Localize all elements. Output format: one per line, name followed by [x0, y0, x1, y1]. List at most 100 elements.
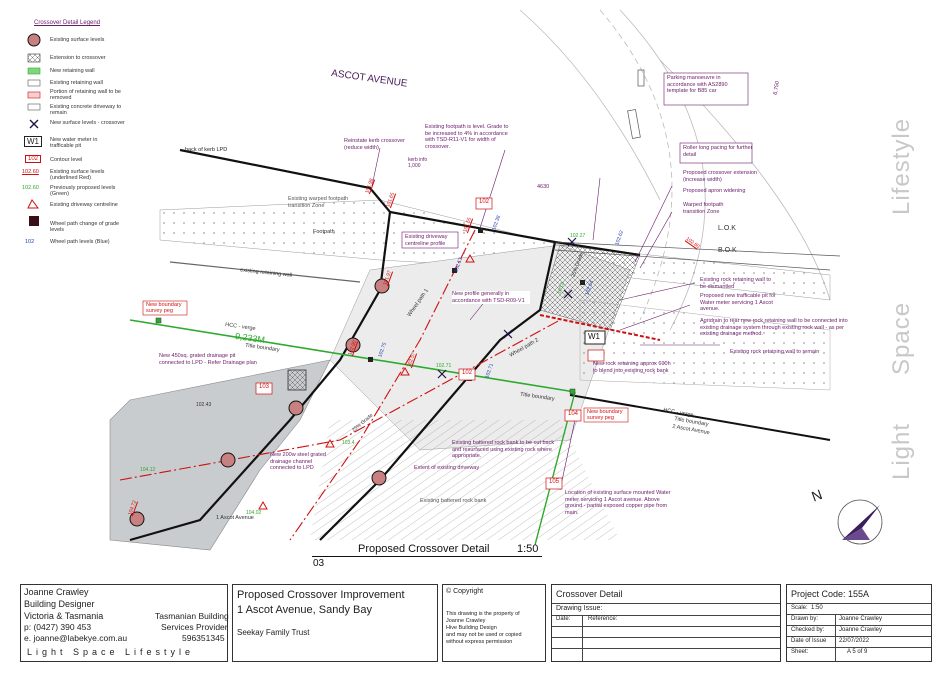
parking-note-box [663, 72, 749, 106]
reference-label: Reference: [588, 616, 618, 622]
contour-105: 105 [549, 479, 560, 485]
tagline: Light Space Lifestyle [27, 647, 195, 657]
rock-wall-remain-note: Existing rock retaining wall to remain [730, 349, 820, 355]
water-meter-pit [584, 330, 606, 345]
project-code: Project Code: 155A [791, 589, 870, 599]
lok-line [554, 241, 841, 257]
new-boundary-box-2 [583, 407, 629, 423]
project-panel: Proposed Crossover Improvement 1 Ascot A… [232, 584, 438, 662]
footpath-label: Footpath [313, 229, 335, 235]
issue-value: 22/07/2022 [839, 638, 870, 644]
drawn-label: Drawn by: [791, 616, 819, 622]
water-meter-location-note: Location of existing surface mounted Wat… [565, 490, 671, 516]
rock-wall-dismantle [539, 314, 661, 341]
apron-note: Proposed apron widening [683, 188, 746, 194]
pit-450-note: New 450sq. grated drainage pit connected… [159, 353, 257, 366]
issue-label: Date of Issue [791, 638, 827, 644]
drawing-issue-label: Drawing Issue: [556, 605, 603, 612]
contour-102: 102 [479, 199, 490, 205]
new-boundary-note-1: New boundary survey peg [146, 302, 182, 314]
right-boundary-black [569, 394, 831, 441]
footpath-grade-note: Existing footpath is level. Grade to be … [425, 124, 509, 150]
legend-item-5: Existing concrete driveway to remain [50, 104, 122, 116]
level-green-2: 103.4 [342, 440, 355, 446]
project-address: 1 Ascot Avenue, Sandy Bay [237, 604, 372, 616]
new-profile-note: New profile generally in accordance with… [452, 291, 530, 304]
reinstate-kerb-note: Reinstate kerb crossover (reduce width) [344, 138, 405, 151]
sheet-panel: Crossover Detail Drawing Issue: Date: Re… [551, 584, 781, 662]
designer-role: Building Designer [24, 599, 95, 609]
bok-label: B.O.K [718, 247, 737, 254]
new-boundary-note-2: New boundary survey peg [587, 409, 623, 421]
watermark-light: Light [888, 422, 915, 480]
legend-item-8: Contour level [50, 157, 83, 163]
copyright-line-0: This drawing is the property of [446, 611, 520, 617]
legend-item-12: Wheel path change of grade levels [50, 221, 120, 233]
grated-pit [287, 369, 307, 391]
checked-label: Checked by: [791, 627, 825, 633]
legend-item-3: Existing retaining wall [50, 80, 103, 86]
legend-item-1: Extension to crossover [50, 55, 106, 61]
copyright-panel: © Copyright This drawing is the property… [442, 584, 546, 662]
legend-item-13: Wheel path levels (Blue) [50, 239, 110, 245]
level-green-3: 102.71 [436, 363, 452, 369]
tas-line-1: Tasmanian Building [155, 611, 229, 621]
legend-symbol-red-level: 102.60 [22, 169, 39, 175]
copyright-title: © Copyright [446, 588, 484, 595]
existing-retaining-wall [169, 261, 361, 283]
legend-symbol-w1: W1 [24, 136, 42, 147]
watermark-lifestyle: Lifestyle [888, 117, 915, 215]
north-arrow-icon: N [809, 486, 883, 545]
legend-title: Crossover Detail Legend [34, 20, 101, 26]
legend-item-0: Existing surface levels [50, 37, 105, 43]
rock-bank-cut-note: Existing battered rock bank to be cut ba… [452, 440, 555, 459]
contour-103: 103 [259, 384, 270, 390]
sheet-label: Sheet: [791, 649, 809, 655]
new-boundary-box-1 [142, 300, 188, 316]
dim-4630: 4630 [537, 184, 550, 190]
legend-symbol-contour: 102 [25, 155, 42, 163]
rock-wall-dismantle-note: Existing rock retaining wall to be disma… [700, 277, 771, 290]
date-label: Date: [556, 616, 571, 622]
legend-item-2: New retaining wall [50, 68, 95, 74]
drain-200-note: New 200w steel grated drainage channel c… [270, 452, 326, 471]
designer-phone: p: (0427) 390 453 [24, 622, 92, 632]
warped-footpath-note: Warped footpath transition Zone [683, 202, 724, 215]
legend-item-10: Previously proposed levels (Green) [50, 185, 116, 197]
leader-lines [371, 147, 720, 491]
client-name: Seekay Family Trust [237, 628, 310, 637]
tas-number: 596351345 [182, 633, 225, 643]
extent-driveway-note: Extent of existing driveway [414, 465, 480, 471]
centreline-triangles [258, 253, 475, 510]
crossover-ext-note: Proposed crossover extension (increase w… [683, 170, 757, 183]
lok-label: L.O.K [718, 225, 736, 232]
checked-value: Joanne Crawley [839, 627, 883, 633]
drawing-title: Proposed Crossover Detail [358, 543, 490, 555]
project-code-panel: Project Code: 155A Scale: 1:50 Drawn by:… [786, 584, 932, 662]
contour-102b: 102 [462, 370, 473, 376]
new-pit-note: Proposed new trafficable pit for Water m… [700, 293, 776, 312]
project-title: Proposed Crossover Improvement [237, 589, 405, 601]
level-red-11: 102.43 [196, 402, 212, 408]
survey-pegs [155, 317, 576, 395]
existing-warped-note: Existing warped footpath transition Zone [288, 196, 349, 209]
sheet-value: A 5 of 9 [847, 649, 868, 655]
legend-item-11: Existing driveway centreline [50, 202, 118, 208]
drawn-value: Joanne Crawley [839, 616, 883, 622]
surface-level-markers [129, 278, 390, 527]
designer-panel: Joanne Crawley Building Designer Victori… [20, 584, 229, 662]
existing-rock-bank-label: Existing battered rock bank [420, 498, 487, 504]
copyright-line-3: and may not be used or copied [446, 632, 522, 638]
legend-item-7: New water meter in trafficable pit [50, 137, 98, 149]
rock-wall-blend-note: New rock retaining approx 600h to blend … [593, 361, 671, 374]
drawing-underline [312, 556, 542, 557]
driveway-centreline-1 [289, 229, 476, 541]
legend-symbols [27, 33, 41, 226]
scale-value: 1:50 [811, 605, 823, 611]
footpath-band [159, 199, 831, 301]
drawing-number: 03 [313, 558, 325, 569]
kerb-info-note: kerb info 1,000 [408, 157, 428, 169]
roller-note-box [679, 142, 753, 164]
legend-item-9: Existing surface levels (underlined Red) [50, 169, 105, 181]
designer-email: e. joanne@labekye.com.au [24, 633, 128, 643]
